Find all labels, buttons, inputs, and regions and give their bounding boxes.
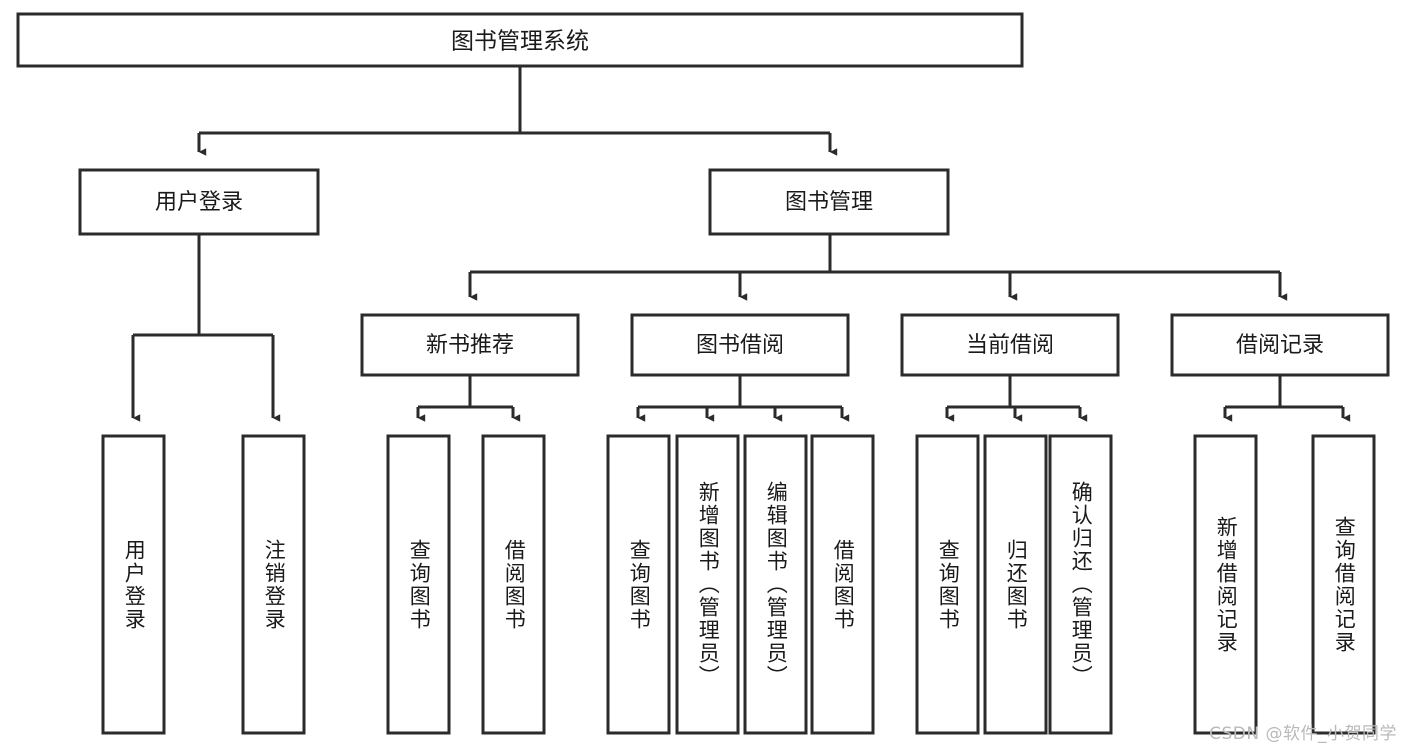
leaf-box-query-books[interactable] xyxy=(606,434,671,735)
node-book-management-label: 图书管理 xyxy=(785,190,873,215)
leaf-box-borrow-books-new[interactable] xyxy=(481,434,546,735)
leaf-box-query-record[interactable] xyxy=(1311,434,1376,735)
node-borrow-records-label: 借阅记录 xyxy=(1236,333,1324,358)
node-book-borrow-label: 图书借阅 xyxy=(696,333,784,358)
node-root-label: 图书管理系统 xyxy=(451,29,589,55)
leaf-box-add-book-admin[interactable] xyxy=(675,434,740,735)
node-current-borrow[interactable]: 当前借阅 xyxy=(900,313,1120,377)
leaf-box-query-books-new[interactable] xyxy=(386,434,451,735)
leaf-box-add-record[interactable] xyxy=(1193,434,1258,735)
node-book-management-box[interactable] xyxy=(708,168,950,236)
node-new-book-recommend-box[interactable] xyxy=(360,313,580,377)
node-current-borrow-box[interactable] xyxy=(900,313,1120,377)
leaf-node-boxes xyxy=(101,434,1376,735)
node-user-login-box[interactable] xyxy=(78,168,320,236)
csdn-watermark: CSDN @软件_小贺同学 xyxy=(1209,724,1397,744)
leaf-box-logout[interactable] xyxy=(241,434,306,735)
node-user-login[interactable]: 用户登录 xyxy=(78,168,320,236)
node-borrow-records-box[interactable] xyxy=(1170,313,1390,377)
node-book-borrow-box[interactable] xyxy=(630,313,850,377)
node-root[interactable]: 图书管理系统 xyxy=(16,12,1024,68)
leaf-box-return-books[interactable] xyxy=(983,434,1048,735)
node-new-book-recommend[interactable]: 新书推荐 xyxy=(360,313,580,377)
leaf-box-edit-book-admin[interactable] xyxy=(743,434,808,735)
node-book-borrow[interactable]: 图书借阅 xyxy=(630,313,850,377)
node-new-book-recommend-label: 新书推荐 xyxy=(426,333,514,358)
node-current-borrow-label: 当前借阅 xyxy=(966,333,1054,358)
node-book-management[interactable]: 图书管理 xyxy=(708,168,950,236)
connector-lines xyxy=(131,66,1351,422)
leaf-box-borrow-books[interactable] xyxy=(810,434,875,735)
leaf-box-query-books-cur[interactable] xyxy=(915,434,980,735)
leaf-box-user-login[interactable] xyxy=(101,434,166,735)
node-borrow-records[interactable]: 借阅记录 xyxy=(1170,313,1390,377)
node-root-box[interactable] xyxy=(16,12,1024,68)
leaf-box-confirm-return[interactable] xyxy=(1048,434,1113,735)
node-user-login-label: 用户登录 xyxy=(155,190,243,215)
